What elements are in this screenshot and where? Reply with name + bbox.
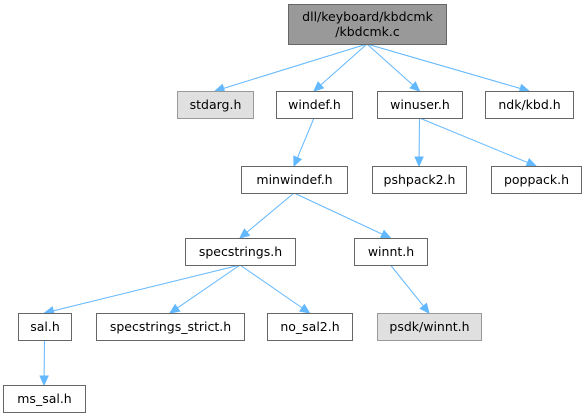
node-label: poppack.h bbox=[504, 172, 569, 187]
node-label: pshpack2.h bbox=[384, 172, 456, 187]
edge-line bbox=[297, 117, 315, 158]
node-box bbox=[267, 313, 353, 341]
node-stdarg[interactable]: stdarg.h bbox=[177, 91, 254, 119]
node-box bbox=[491, 166, 582, 194]
node-label: specstrings.h bbox=[199, 244, 282, 259]
node-label: minwindef.h bbox=[256, 172, 332, 187]
edge-arrowhead bbox=[525, 157, 538, 167]
edge-specstrings-to-sal bbox=[43, 264, 241, 316]
edge-line bbox=[366, 43, 521, 89]
node-label: winuser.h bbox=[390, 97, 450, 112]
node-box bbox=[377, 91, 463, 119]
node-box bbox=[241, 166, 348, 194]
node-box bbox=[96, 313, 245, 341]
node-windef[interactable]: windef.h bbox=[276, 91, 353, 119]
edge-arrowhead bbox=[414, 156, 424, 168]
node-ndkkbd[interactable]: ndk/kbd.h bbox=[485, 91, 574, 119]
graph-nodes: dll/keyboard/kbdcmk/kbdcmk.c stdarg.h wind… bbox=[3, 4, 582, 413]
edge-arrowhead bbox=[239, 228, 251, 239]
edge-line bbox=[320, 43, 368, 86]
edge-line bbox=[366, 43, 414, 86]
edge-winnt-to-psdkwinnt bbox=[390, 264, 430, 314]
node-box bbox=[18, 313, 72, 341]
node-label: specstrings_strict.h bbox=[110, 319, 231, 334]
node-box bbox=[377, 313, 482, 341]
node-box bbox=[177, 91, 254, 119]
edge-specstrings-to-no_sal2 bbox=[239, 264, 311, 314]
node-box bbox=[288, 4, 447, 45]
graph-edges bbox=[39, 43, 538, 387]
edge-line bbox=[246, 192, 295, 233]
node-label: winnt.h bbox=[368, 244, 414, 259]
node-poppack[interactable]: poppack.h bbox=[491, 166, 582, 194]
edge-minwindef-to-winnt bbox=[293, 192, 392, 239]
node-specstrings[interactable]: specstrings.h bbox=[185, 238, 296, 266]
node-label: /kbdcmk.c bbox=[335, 24, 400, 39]
edge-arrowhead bbox=[409, 81, 421, 92]
edge-arrowhead bbox=[39, 375, 49, 387]
node-winuser[interactable]: winuser.h bbox=[377, 91, 463, 119]
edge-arrowhead bbox=[313, 81, 325, 92]
edge-arrowhead bbox=[379, 229, 392, 239]
edge-line bbox=[419, 117, 528, 164]
edge-line bbox=[53, 264, 241, 312]
node-box bbox=[372, 166, 467, 194]
node-box bbox=[276, 91, 353, 119]
edge-arrowhead bbox=[293, 155, 303, 168]
node-no_sal2[interactable]: no_sal2.h bbox=[267, 313, 353, 341]
node-ms_sal[interactable]: ms_sal.h bbox=[3, 385, 86, 413]
node-label: ms_sal.h bbox=[17, 391, 71, 406]
node-label: no_sal2.h bbox=[280, 319, 339, 334]
edge-root-to-winuser bbox=[366, 43, 421, 92]
node-label: dll/keyboard/kbdcmk bbox=[302, 9, 433, 24]
edge-root-to-ndkkbd bbox=[366, 43, 531, 93]
node-minwindef[interactable]: minwindef.h bbox=[241, 166, 348, 194]
edge-line bbox=[177, 264, 241, 309]
node-label: windef.h bbox=[288, 97, 341, 112]
edge-sal-to-ms_sal bbox=[39, 339, 49, 387]
node-pshpack2[interactable]: pshpack2.h bbox=[372, 166, 467, 194]
node-label: ndk/kbd.h bbox=[498, 97, 560, 112]
node-label: sal.h bbox=[30, 319, 60, 334]
edge-arrowhead bbox=[298, 303, 311, 314]
node-box bbox=[354, 238, 428, 266]
node-box bbox=[185, 238, 296, 266]
edge-arrowhead bbox=[419, 302, 430, 314]
edge-specstrings-to-specstrings_strict bbox=[168, 264, 241, 314]
edge-line bbox=[239, 264, 303, 309]
edge-windef-to-minwindef bbox=[293, 117, 315, 168]
edge-root-to-windef bbox=[313, 43, 368, 92]
node-label: psdk/winnt.h bbox=[389, 319, 469, 334]
edge-line bbox=[293, 192, 383, 235]
node-box bbox=[3, 385, 86, 413]
node-box bbox=[485, 91, 574, 119]
node-specstrings_strict[interactable]: specstrings_strict.h bbox=[96, 313, 245, 341]
node-psdkwinnt[interactable]: psdk/winnt.h bbox=[377, 313, 482, 341]
edge-root-to-stdarg bbox=[213, 43, 368, 93]
node-winnt[interactable]: winnt.h bbox=[354, 238, 428, 266]
edge-winuser-to-poppack bbox=[419, 117, 538, 167]
edge-line bbox=[390, 264, 424, 307]
edge-minwindef-to-specstrings bbox=[239, 192, 295, 239]
edge-arrowhead bbox=[168, 303, 181, 314]
edge-winuser-to-pshpack2 bbox=[414, 117, 424, 168]
node-root[interactable]: dll/keyboard/kbdcmk/kbdcmk.c bbox=[288, 4, 447, 45]
node-sal[interactable]: sal.h bbox=[18, 313, 72, 341]
node-label: stdarg.h bbox=[190, 97, 242, 112]
edge-line bbox=[223, 43, 368, 89]
